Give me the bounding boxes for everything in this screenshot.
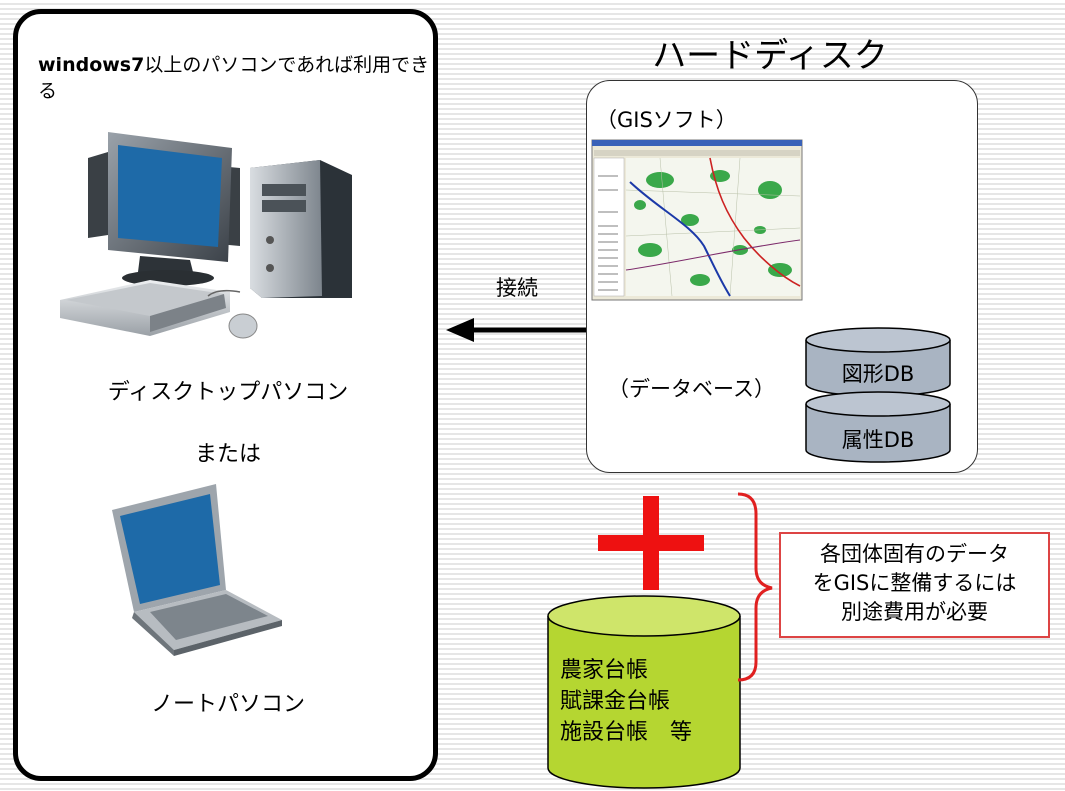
gis-screenshot <box>591 139 803 301</box>
desktop-label: ディスクトップパソコン <box>107 380 349 405</box>
hard-disk-title: ハードディスク <box>652 36 888 76</box>
requirement-rest: 以上のパソコンであれば利用できる <box>38 54 430 102</box>
computer-panel <box>13 9 438 781</box>
connection-label: 接続 <box>496 276 538 300</box>
ledger-db-cylinder <box>547 595 741 789</box>
arrow-left-icon <box>446 318 586 342</box>
ledger-list: 農家台帳 賦課金台帳 施設台帳 等 <box>560 655 692 748</box>
desktop-computer-icon <box>60 132 352 339</box>
note-line-2: をGISに整備するには <box>812 571 1017 595</box>
or-label: または <box>194 442 261 467</box>
notebook-label: ノートパソコン <box>150 692 305 717</box>
figure-db-label: 図形DB <box>841 362 915 386</box>
gis-software-label: （GISソフト） <box>596 108 737 132</box>
curly-brace <box>737 492 773 682</box>
database-label: （データベース） <box>608 377 775 401</box>
cost-note-box: 各団体固有のデータ をGISに整備するには 別途費用が必要 <box>779 532 1050 638</box>
note-line-3: 別途費用が必要 <box>841 600 988 624</box>
attribute-db-label: 属性DB <box>841 428 915 452</box>
requirement-text: windows7以上のパソコンであれば利用できる <box>38 52 438 104</box>
laptop-icon <box>112 484 282 656</box>
attribute-db-cylinder <box>805 391 951 463</box>
figure-db-cylinder <box>805 327 951 397</box>
plus-icon <box>598 496 704 590</box>
requirement-os: windows7 <box>38 54 145 76</box>
note-line-1: 各団体固有のデータ <box>820 542 1009 566</box>
ledger-facilities: 施設台帳 等 <box>560 720 693 745</box>
ledger-farmers: 農家台帳 <box>560 658 649 683</box>
ledger-levy: 賦課金台帳 <box>560 689 671 714</box>
